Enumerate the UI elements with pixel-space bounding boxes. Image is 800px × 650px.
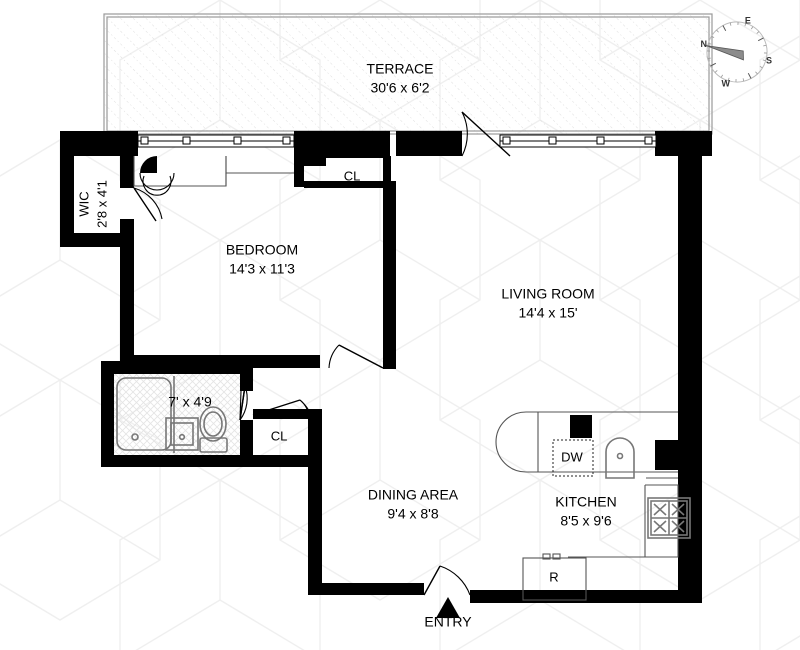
entry-label: ENTRY <box>424 614 472 630</box>
room-dim-bedroom: 14'3 x 11'3 <box>229 261 295 277</box>
window-bedroom <box>137 134 295 148</box>
compass-rose: N E S W <box>700 16 772 89</box>
compass-south-label: S <box>766 55 772 65</box>
small-room-labels: WIC 2'8 x 4'1 7' x 4'9 CL CL <box>76 168 360 443</box>
window-living-room <box>499 134 657 148</box>
bathroom-door <box>239 385 248 421</box>
terrace-area <box>103 13 713 135</box>
terrace-door <box>461 111 511 157</box>
room-label-closet-hall: CL <box>271 428 288 443</box>
bathroom-area <box>114 374 240 455</box>
wic-door <box>133 156 175 222</box>
room-labels: TERRACE 30'6 x 6'2 BEDROOM 14'3 x 11'3 L… <box>226 61 617 529</box>
room-label-kitchen: KITCHEN <box>555 494 616 510</box>
compass-west-label: W <box>721 78 730 88</box>
room-dim-terrace: 30'6 x 6'2 <box>370 80 429 96</box>
compass-east-label: E <box>745 16 751 26</box>
bedroom-builtin <box>133 156 294 187</box>
room-label-terrace: TERRACE <box>367 61 434 77</box>
compass-north-label: N <box>700 39 707 49</box>
room-label-wic: WIC <box>76 191 91 216</box>
room-dim-bathroom: 7' x 4'9 <box>168 394 212 410</box>
appliance-label-refrigerator: R <box>549 569 558 584</box>
closet-hall-door <box>252 399 310 419</box>
room-label-bedroom: BEDROOM <box>226 242 298 258</box>
entry-door <box>423 565 471 618</box>
kitchen-counters <box>495 411 691 601</box>
room-dim-wic: 2'8 x 4'1 <box>94 180 109 228</box>
appliance-labels: DW R <box>549 449 583 584</box>
room-dim-dining-area: 9'4 x 8'8 <box>387 506 438 522</box>
room-label-living-room: LIVING ROOM <box>501 286 594 302</box>
room-dim-kitchen: 8'5 x 9'6 <box>560 513 611 529</box>
room-dim-living-room: 14'4 x 15' <box>518 305 577 321</box>
appliance-label-dishwasher: DW <box>561 449 583 464</box>
room-label-closet-bedroom: CL <box>344 168 361 183</box>
room-label-dining-area: DINING AREA <box>368 487 459 503</box>
bedroom-door <box>328 344 384 369</box>
